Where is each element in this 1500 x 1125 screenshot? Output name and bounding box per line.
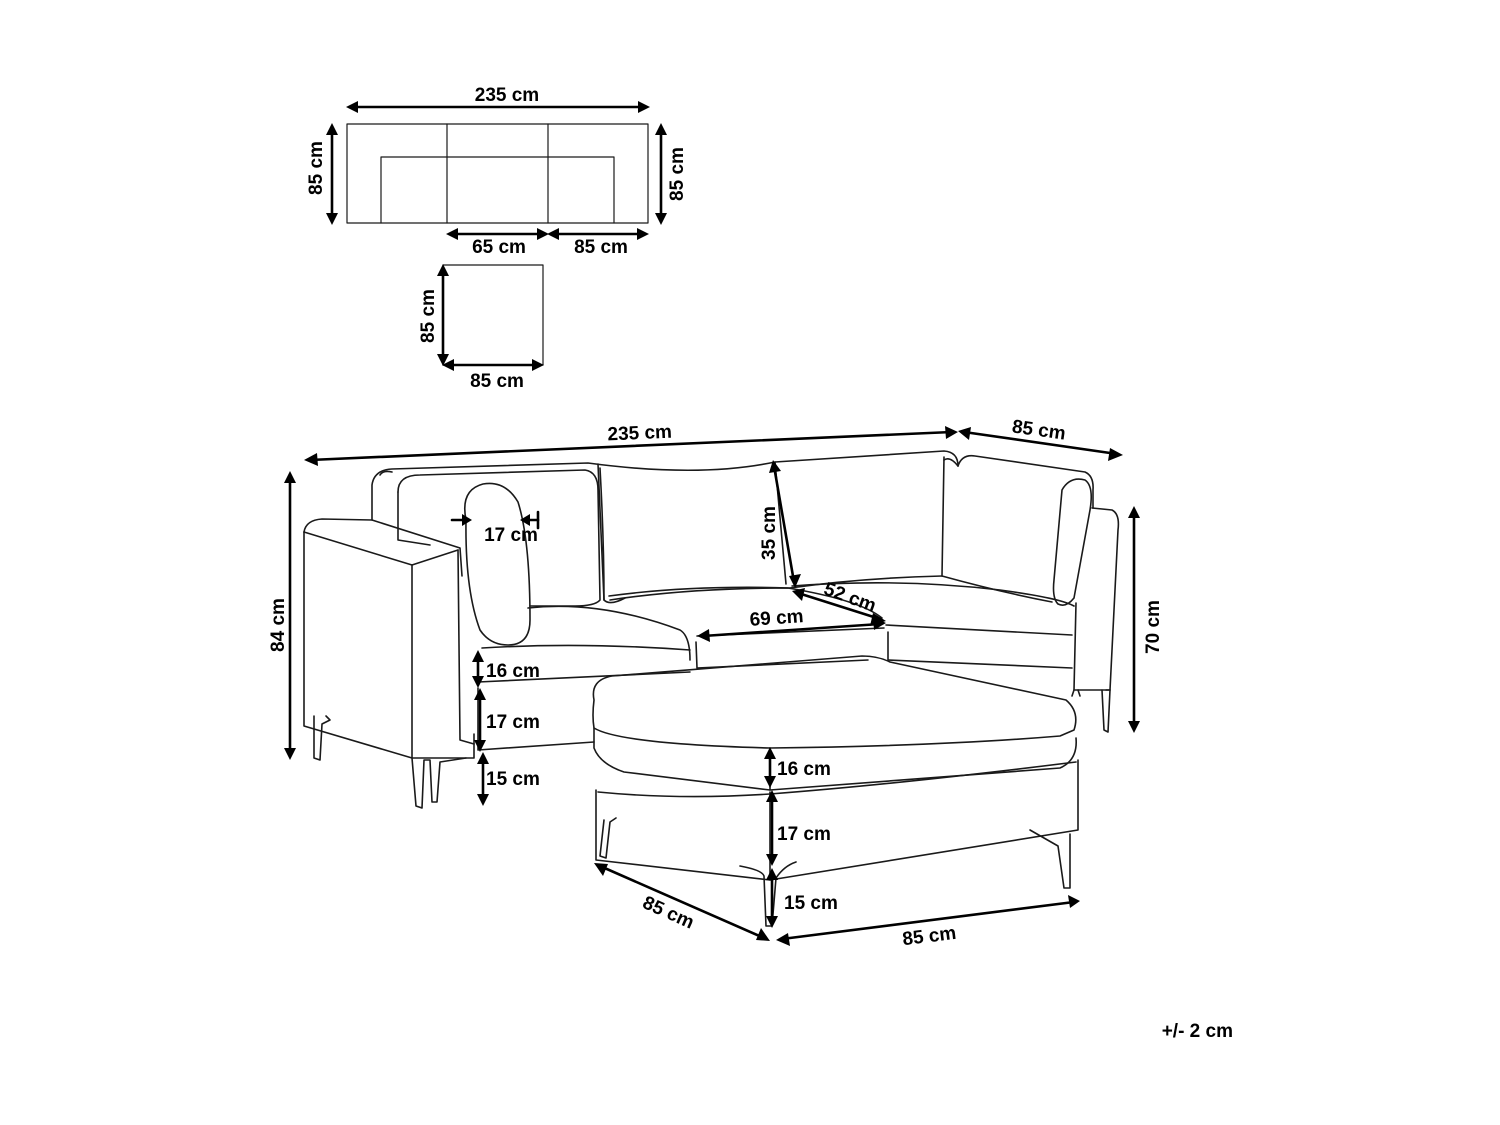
throw-pillow [464, 482, 531, 646]
corner-back-top [957, 454, 1094, 509]
sofa-base-right [1071, 689, 1075, 697]
dim-total-height: 84 cm [268, 471, 296, 760]
dim-top-seat-middle: 65 cm [446, 228, 549, 258]
dim-ottoman-top-depth: 85 cm [418, 264, 449, 366]
top-view-outline [346, 123, 649, 224]
left-arm-inside [457, 549, 475, 745]
dim-back-height: 70 cm [1128, 506, 1164, 733]
dim-sofa-leg-height-label: 15 cm [486, 769, 540, 790]
dim-backrest-height-label: 35 cm [759, 506, 780, 560]
top-view-sofa [346, 123, 649, 224]
seat-cushion-right-front [887, 631, 1073, 669]
dim-ottoman-base-height-label: 17 cm [777, 824, 831, 845]
dim-ottoman-leg-height: 15 cm [766, 868, 838, 928]
dim-top-seat-right: 85 cm [547, 228, 649, 258]
ottoman-leg-front [739, 861, 797, 927]
dim-total-width-label: 235 cm [607, 422, 672, 446]
back-frame-corner [379, 470, 393, 476]
ottoman-base-top-right [769, 761, 1077, 795]
dim-seat-width: 69 cm [697, 606, 886, 642]
corner-back-join [943, 458, 959, 467]
back-cushion-left [599, 467, 626, 604]
ottoman-cushion-top [592, 655, 1077, 749]
dim-top-depth-right: 85 cm [655, 123, 688, 225]
ottoman-cushion-side [593, 727, 1077, 791]
seat-cushion-right-front-top [885, 624, 1073, 636]
dim-total-height-label: 84 cm [268, 598, 289, 652]
dim-pillow-thickness-label: 17 cm [484, 525, 538, 546]
perspective-ottoman [592, 655, 1079, 927]
back-frame-top [371, 450, 959, 521]
perspective-sofa [303, 450, 1120, 809]
dim-total-width: 235 cm [304, 422, 958, 466]
seat-cushion-left-front-top [481, 644, 691, 651]
seat-cushion-right-top [791, 582, 1075, 607]
dim-ottoman-top-width: 85 cm [442, 359, 544, 392]
left-back-cushion [397, 469, 601, 607]
left-arm-bottom [303, 531, 475, 759]
dim-ottoman-depth-label: 85 cm [639, 892, 697, 933]
ottoman-base-top-left [597, 791, 771, 798]
dim-pillow-thickness: 17 cm [450, 510, 540, 546]
dim-sofa-cushion-height: 16 cm [472, 650, 540, 688]
top-view-ottoman [442, 264, 544, 366]
left-back-cushion-side [397, 491, 431, 546]
back-cushion-right-edge [941, 456, 945, 577]
right-leg [1077, 689, 1111, 733]
dim-top-seat-middle-label: 65 cm [472, 237, 526, 258]
seat-cushion-middle-top [609, 587, 883, 619]
dim-ottoman-top-depth-label: 85 cm [418, 289, 439, 343]
dim-ottoman-leg-height-label: 15 cm [784, 893, 838, 914]
left-arm-top [303, 518, 463, 577]
sofa-base-front [477, 687, 595, 751]
tolerance-note: +/- 2 cm [1162, 1021, 1233, 1042]
seat-cushion-left-top [527, 605, 691, 661]
right-arm-front [1073, 602, 1111, 691]
top-view-ottoman-outline [442, 264, 544, 366]
dim-sofa-base-height-label: 17 cm [486, 712, 540, 733]
ottoman-leg-left [599, 817, 617, 859]
right-arm [1091, 507, 1120, 691]
dim-seat-width-label: 69 cm [749, 606, 804, 631]
dim-ottoman-width-label: 85 cm [901, 923, 957, 950]
back-cushion-divider-1 [597, 463, 605, 601]
dim-top-depth-left-label: 85 cm [306, 141, 327, 195]
dim-back-height-label: 70 cm [1143, 600, 1164, 654]
seat-cushion-middle-front [695, 641, 869, 669]
dim-ottoman-cushion-height: 16 cm [764, 747, 831, 788]
dim-top-depth-right-label: 85 cm [667, 147, 688, 201]
dim-top-width-label: 235 cm [475, 85, 539, 106]
dim-ottoman-top-width-label: 85 cm [470, 371, 524, 392]
right-side-cushion [1052, 478, 1092, 606]
left-arm-top-front [303, 531, 459, 566]
dim-ottoman-depth: 85 cm [594, 863, 770, 941]
dim-ottoman-cushion-height-label: 16 cm [777, 759, 831, 780]
dim-sofa-cushion-height-label: 16 cm [486, 661, 540, 682]
dim-seat-depth-label: 52 cm [821, 579, 879, 617]
dim-sofa-base-height: 17 cm [474, 688, 540, 752]
dim-top-width: 235 cm [346, 85, 650, 113]
back-cushion-right-bottom [789, 575, 943, 589]
left-back-leg [313, 715, 331, 761]
left-front-leg [411, 757, 467, 809]
dim-top-depth-left: 85 cm [306, 123, 338, 225]
seat-cushion-left-front-bottom [477, 671, 691, 683]
dim-side-depth: 85 cm [958, 416, 1123, 461]
ottoman-leg-right [1029, 829, 1071, 889]
dim-ottoman-base-height: 17 cm [766, 790, 831, 866]
top-view-seat-outline [380, 156, 615, 224]
dim-sofa-leg-height: 15 cm [477, 752, 540, 806]
dim-top-seat-right-label: 85 cm [574, 237, 628, 258]
dim-backrest-height: 35 cm [759, 460, 801, 588]
